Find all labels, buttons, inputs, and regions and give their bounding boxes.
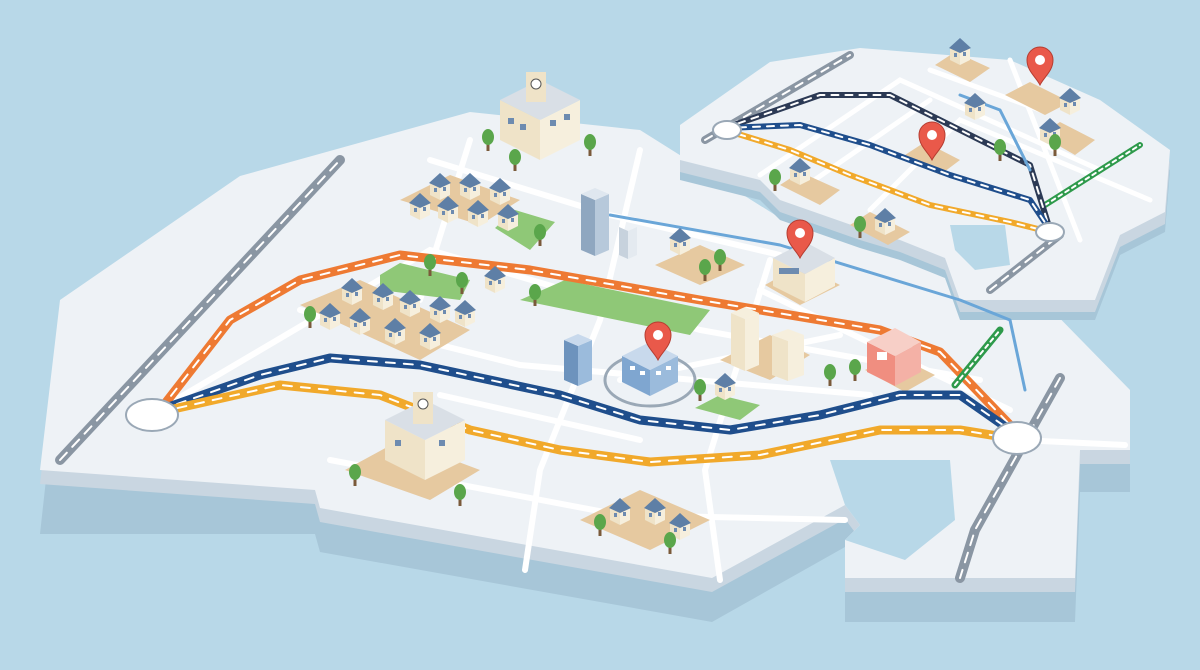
blue-route[interactable] xyxy=(155,353,1015,435)
ne-west-roundabout[interactable] xyxy=(712,120,742,140)
ne-routes[interactable] xyxy=(722,92,1053,235)
buildings xyxy=(304,38,1081,554)
light-blue-line[interactable] xyxy=(608,213,1027,392)
yellow-route[interactable] xyxy=(155,380,1015,467)
station-building[interactable] xyxy=(773,242,835,302)
green-rail[interactable] xyxy=(951,142,1143,389)
school-north[interactable] xyxy=(500,72,580,160)
shopping-mall[interactable] xyxy=(867,328,921,386)
east-roundabout[interactable] xyxy=(992,421,1042,455)
school-south[interactable] xyxy=(385,392,465,480)
junctions xyxy=(125,120,1065,455)
apartment-towers[interactable] xyxy=(564,188,804,386)
west-roundabout[interactable] xyxy=(125,398,179,432)
ne-east-roundabout[interactable] xyxy=(1035,222,1065,242)
